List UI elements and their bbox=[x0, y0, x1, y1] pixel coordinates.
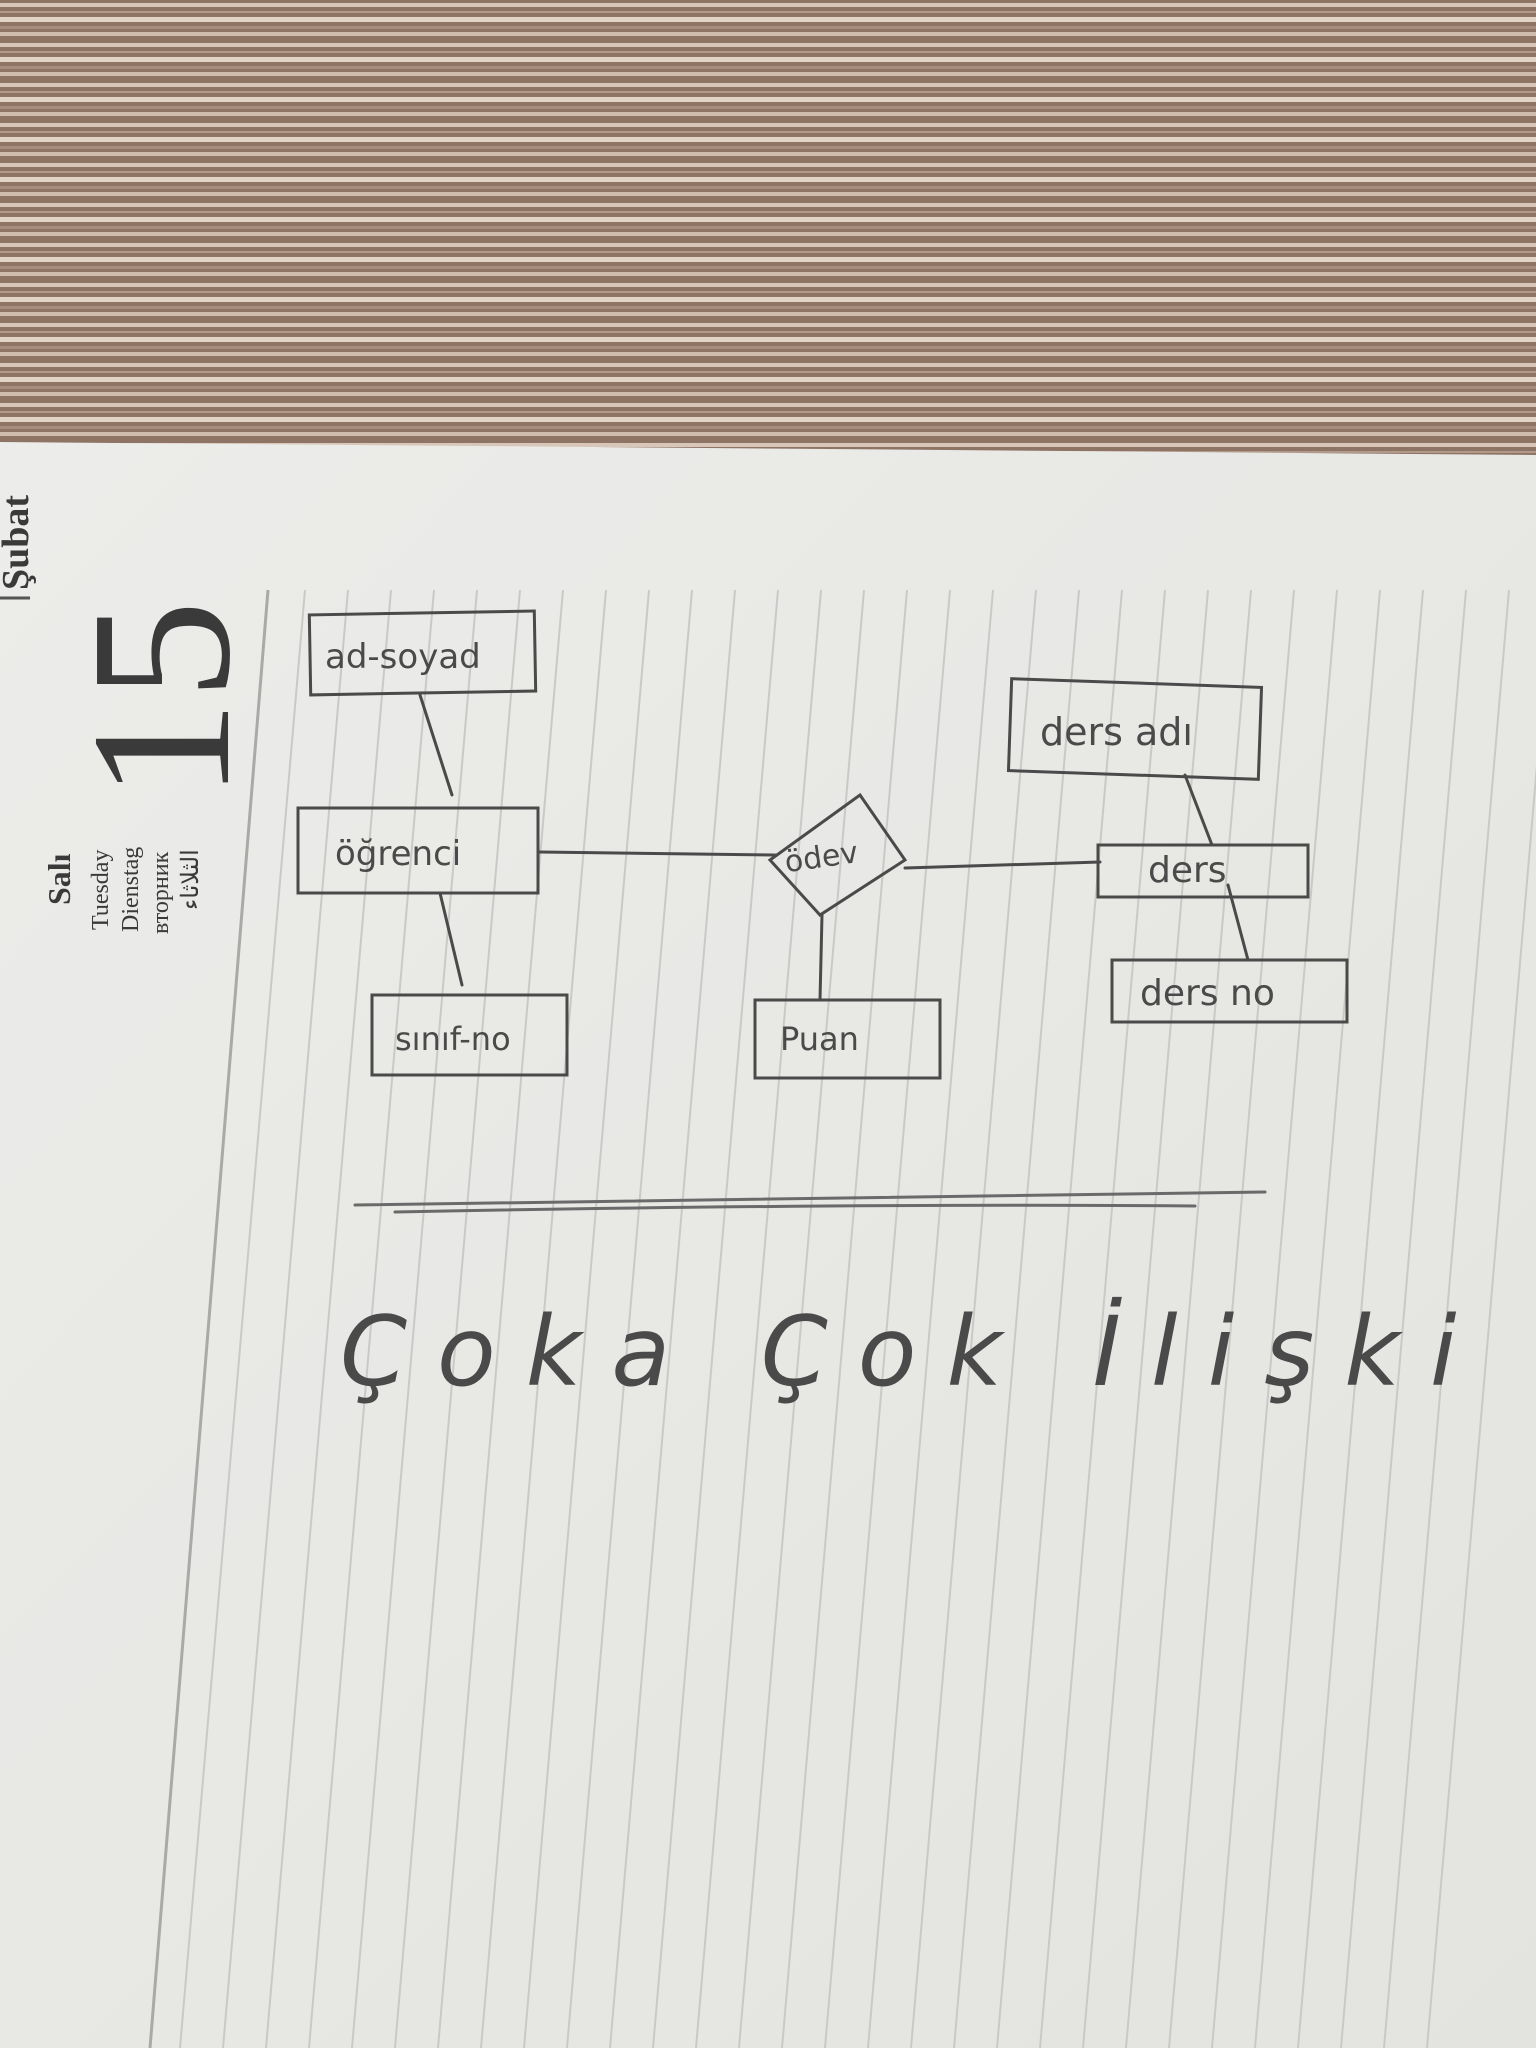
rule-line bbox=[652, 589, 779, 2048]
label-ders-no: ders no bbox=[1140, 973, 1275, 1014]
rule-line bbox=[394, 589, 521, 2048]
rule-line bbox=[1340, 589, 1467, 2048]
link-adsoyad-ogrenci bbox=[418, 693, 454, 797]
label-ders: ders bbox=[1148, 850, 1227, 891]
rule-line bbox=[1426, 764, 1536, 2048]
handwritten-note: Çoka Çok İlişki bbox=[340, 1296, 1487, 1408]
rule-line bbox=[910, 589, 1037, 2048]
rule-line bbox=[351, 589, 478, 2048]
rule-line bbox=[179, 589, 306, 2048]
rule-line bbox=[695, 589, 822, 2048]
er-diagram bbox=[296, 609, 1349, 1080]
attr-box-sinif-no bbox=[370, 993, 569, 1077]
rule-line bbox=[609, 589, 736, 2048]
weekday-tr: Salı bbox=[41, 853, 77, 905]
rule-line bbox=[824, 589, 951, 2048]
rule-line bbox=[1125, 589, 1252, 2048]
entity-box-ders bbox=[1096, 843, 1310, 899]
link-odev-puan bbox=[818, 913, 824, 1002]
rule-line bbox=[1082, 589, 1209, 2048]
attr-box-ders-adi bbox=[1006, 677, 1264, 781]
rule-line bbox=[222, 589, 349, 2048]
weekday-ru: вторник bbox=[148, 851, 174, 934]
attr-box-ad-soyad bbox=[307, 609, 538, 697]
rule-line bbox=[1254, 589, 1381, 2048]
rule-line bbox=[437, 589, 564, 2048]
month-label: Şubat bbox=[0, 495, 37, 590]
rule-line bbox=[1297, 589, 1424, 2048]
label-ad-soyad: ad-soyad bbox=[325, 637, 481, 677]
rule-line bbox=[1039, 589, 1166, 2048]
attr-box-puan bbox=[753, 998, 942, 1080]
rule-lines bbox=[179, 589, 1536, 2048]
label-ogrenci: öğrenci bbox=[335, 834, 461, 874]
calendar-print: Şubat 15 Salı Tuesday Dienstag вторник ا… bbox=[0, 495, 272, 934]
rule-line bbox=[1211, 589, 1338, 2048]
rule-line bbox=[566, 589, 693, 2048]
label-ders-adi: ders adı bbox=[1040, 710, 1193, 754]
rule-line bbox=[523, 589, 650, 2048]
relationship-diamond-odev bbox=[767, 792, 908, 917]
rule-line bbox=[265, 589, 392, 2048]
link-dersadi-ders bbox=[1183, 773, 1214, 847]
rule-line bbox=[953, 589, 1080, 2048]
link-ogrenci-sinif bbox=[438, 891, 464, 987]
rule-line bbox=[1168, 589, 1295, 2048]
link-ogrenci-odev bbox=[538, 850, 777, 857]
label-puan: Puan bbox=[780, 1020, 859, 1058]
link-odev-ders bbox=[903, 860, 1102, 870]
label-sinif-no: sınıf-no bbox=[395, 1020, 511, 1058]
weekday-de: Dienstag bbox=[118, 847, 144, 932]
rule-line bbox=[867, 589, 994, 2048]
attr-box-ders-no bbox=[1110, 958, 1349, 1024]
er-labels: ad-soyad öğrenci sınıf-no ödev Puan ders… bbox=[325, 637, 1275, 1058]
rule-line bbox=[480, 589, 607, 2048]
rule-line bbox=[738, 589, 865, 2048]
weekday-ar: الثلاثاء bbox=[178, 849, 204, 910]
wood-table bbox=[0, 0, 1536, 470]
day-number: 15 bbox=[51, 600, 272, 800]
rule-line bbox=[1383, 589, 1510, 2048]
margin-line bbox=[148, 589, 270, 2048]
rule-line bbox=[996, 589, 1123, 2048]
separator-line bbox=[353, 1190, 1267, 1214]
rule-line bbox=[308, 589, 435, 2048]
entity-box-ogrenci bbox=[296, 806, 540, 895]
weekday-en: Tuesday bbox=[88, 850, 114, 930]
